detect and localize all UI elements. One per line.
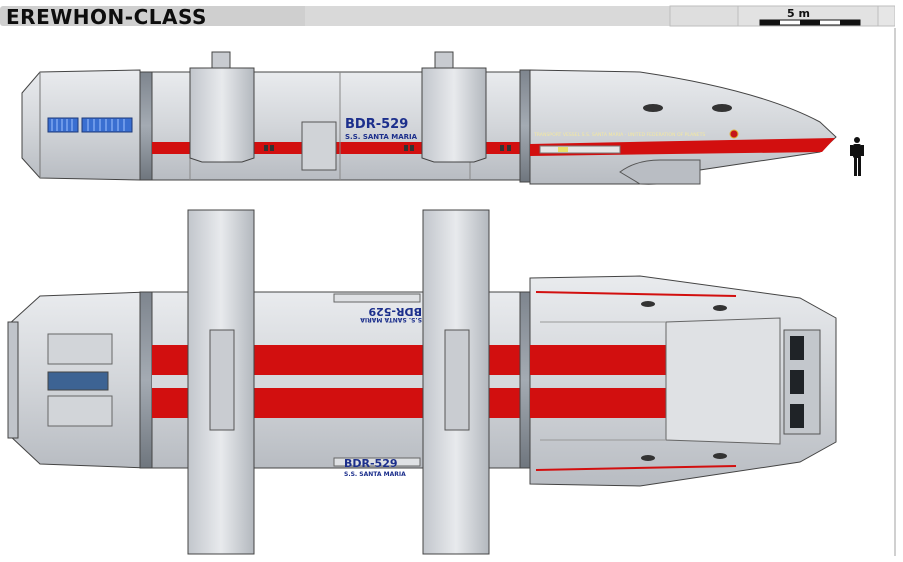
scale-bar-seg-1	[760, 20, 780, 25]
stern-panel-upper	[47, 333, 113, 365]
top-ship-name-lower: S.S. SANTA MARIA	[344, 471, 406, 478]
federation-emblem	[729, 129, 739, 139]
marking-6	[507, 145, 511, 151]
top-nose-stripe-2	[530, 388, 666, 418]
nose-panel-light	[558, 147, 568, 152]
side-hatch	[301, 121, 337, 171]
top-pinstripe-lower	[535, 465, 737, 471]
top-forward-ring	[519, 291, 531, 469]
top-window-3	[790, 404, 804, 428]
marking-3	[404, 145, 408, 151]
grille-slats	[51, 119, 125, 131]
top-stern-cap	[7, 321, 19, 439]
header-background	[0, 5, 896, 27]
marking-1	[264, 145, 268, 151]
scale-label: 5 m	[787, 7, 810, 20]
top-view: BDR-529 S.S. SANTA MARIA BDR-529 S.S. SA…	[7, 209, 837, 555]
human-scale-figure	[850, 137, 864, 176]
marking-4	[410, 145, 414, 151]
top-port-1	[641, 301, 655, 307]
page-title: EREWHON-CLASS	[6, 5, 207, 29]
nose-display-panel	[539, 145, 621, 154]
side-registry: BDR-529	[345, 117, 408, 132]
nacelle-pod-2	[421, 67, 487, 163]
side-view: BDR-529 S.S. SANTA MARIA TRANSPORT VESSE…	[21, 51, 837, 185]
top-registry-upper: BDR-529	[368, 305, 422, 318]
top-hatch-upper	[333, 293, 421, 303]
stern-panel-lower	[47, 395, 113, 427]
top-aft-ring	[139, 291, 153, 469]
stern-vent	[47, 371, 109, 391]
top-port-2	[713, 305, 727, 311]
window-1	[643, 104, 663, 112]
scale-bar-seg-3	[840, 20, 860, 25]
top-port-4	[713, 453, 727, 459]
top-registry-lower: BDR-529	[344, 457, 398, 470]
top-nacelle-1-core	[209, 329, 235, 431]
top-port-3	[641, 455, 655, 461]
nacelle-pod-1	[189, 67, 255, 163]
top-nacelle-2-core	[444, 329, 470, 431]
top-hatch-lower	[333, 457, 421, 467]
side-ship-name: S.S. SANTA MARIA	[345, 133, 418, 141]
top-cockpit-plate	[665, 317, 781, 445]
forward-ring	[519, 69, 531, 183]
marking-5	[500, 145, 504, 151]
pod-2-cap	[434, 51, 454, 69]
engine-grille-left	[47, 117, 79, 133]
pod-1-cap	[211, 51, 231, 69]
header-mid-segment	[305, 6, 670, 26]
top-window-1	[790, 336, 804, 360]
header-bar: EREWHON-CLASS 5 m	[0, 4, 896, 29]
intake-scoop	[619, 159, 701, 185]
aft-ring	[139, 71, 153, 181]
top-ship-name-upper: S.S. SANTA MARIA	[360, 316, 422, 323]
window-2	[712, 104, 732, 112]
top-nose-stripe-1	[530, 345, 666, 375]
mirrored-registry: BDR-529 S.S. SANTA MARIA	[360, 305, 422, 323]
marking-2	[270, 145, 274, 151]
stripe-text: TRANSPORT VESSEL S.S. SANTA MARIA · UNIT…	[533, 132, 705, 138]
top-window-2	[790, 370, 804, 394]
top-pinstripe-upper	[535, 291, 737, 297]
scale-bar-seg-2	[800, 20, 820, 25]
